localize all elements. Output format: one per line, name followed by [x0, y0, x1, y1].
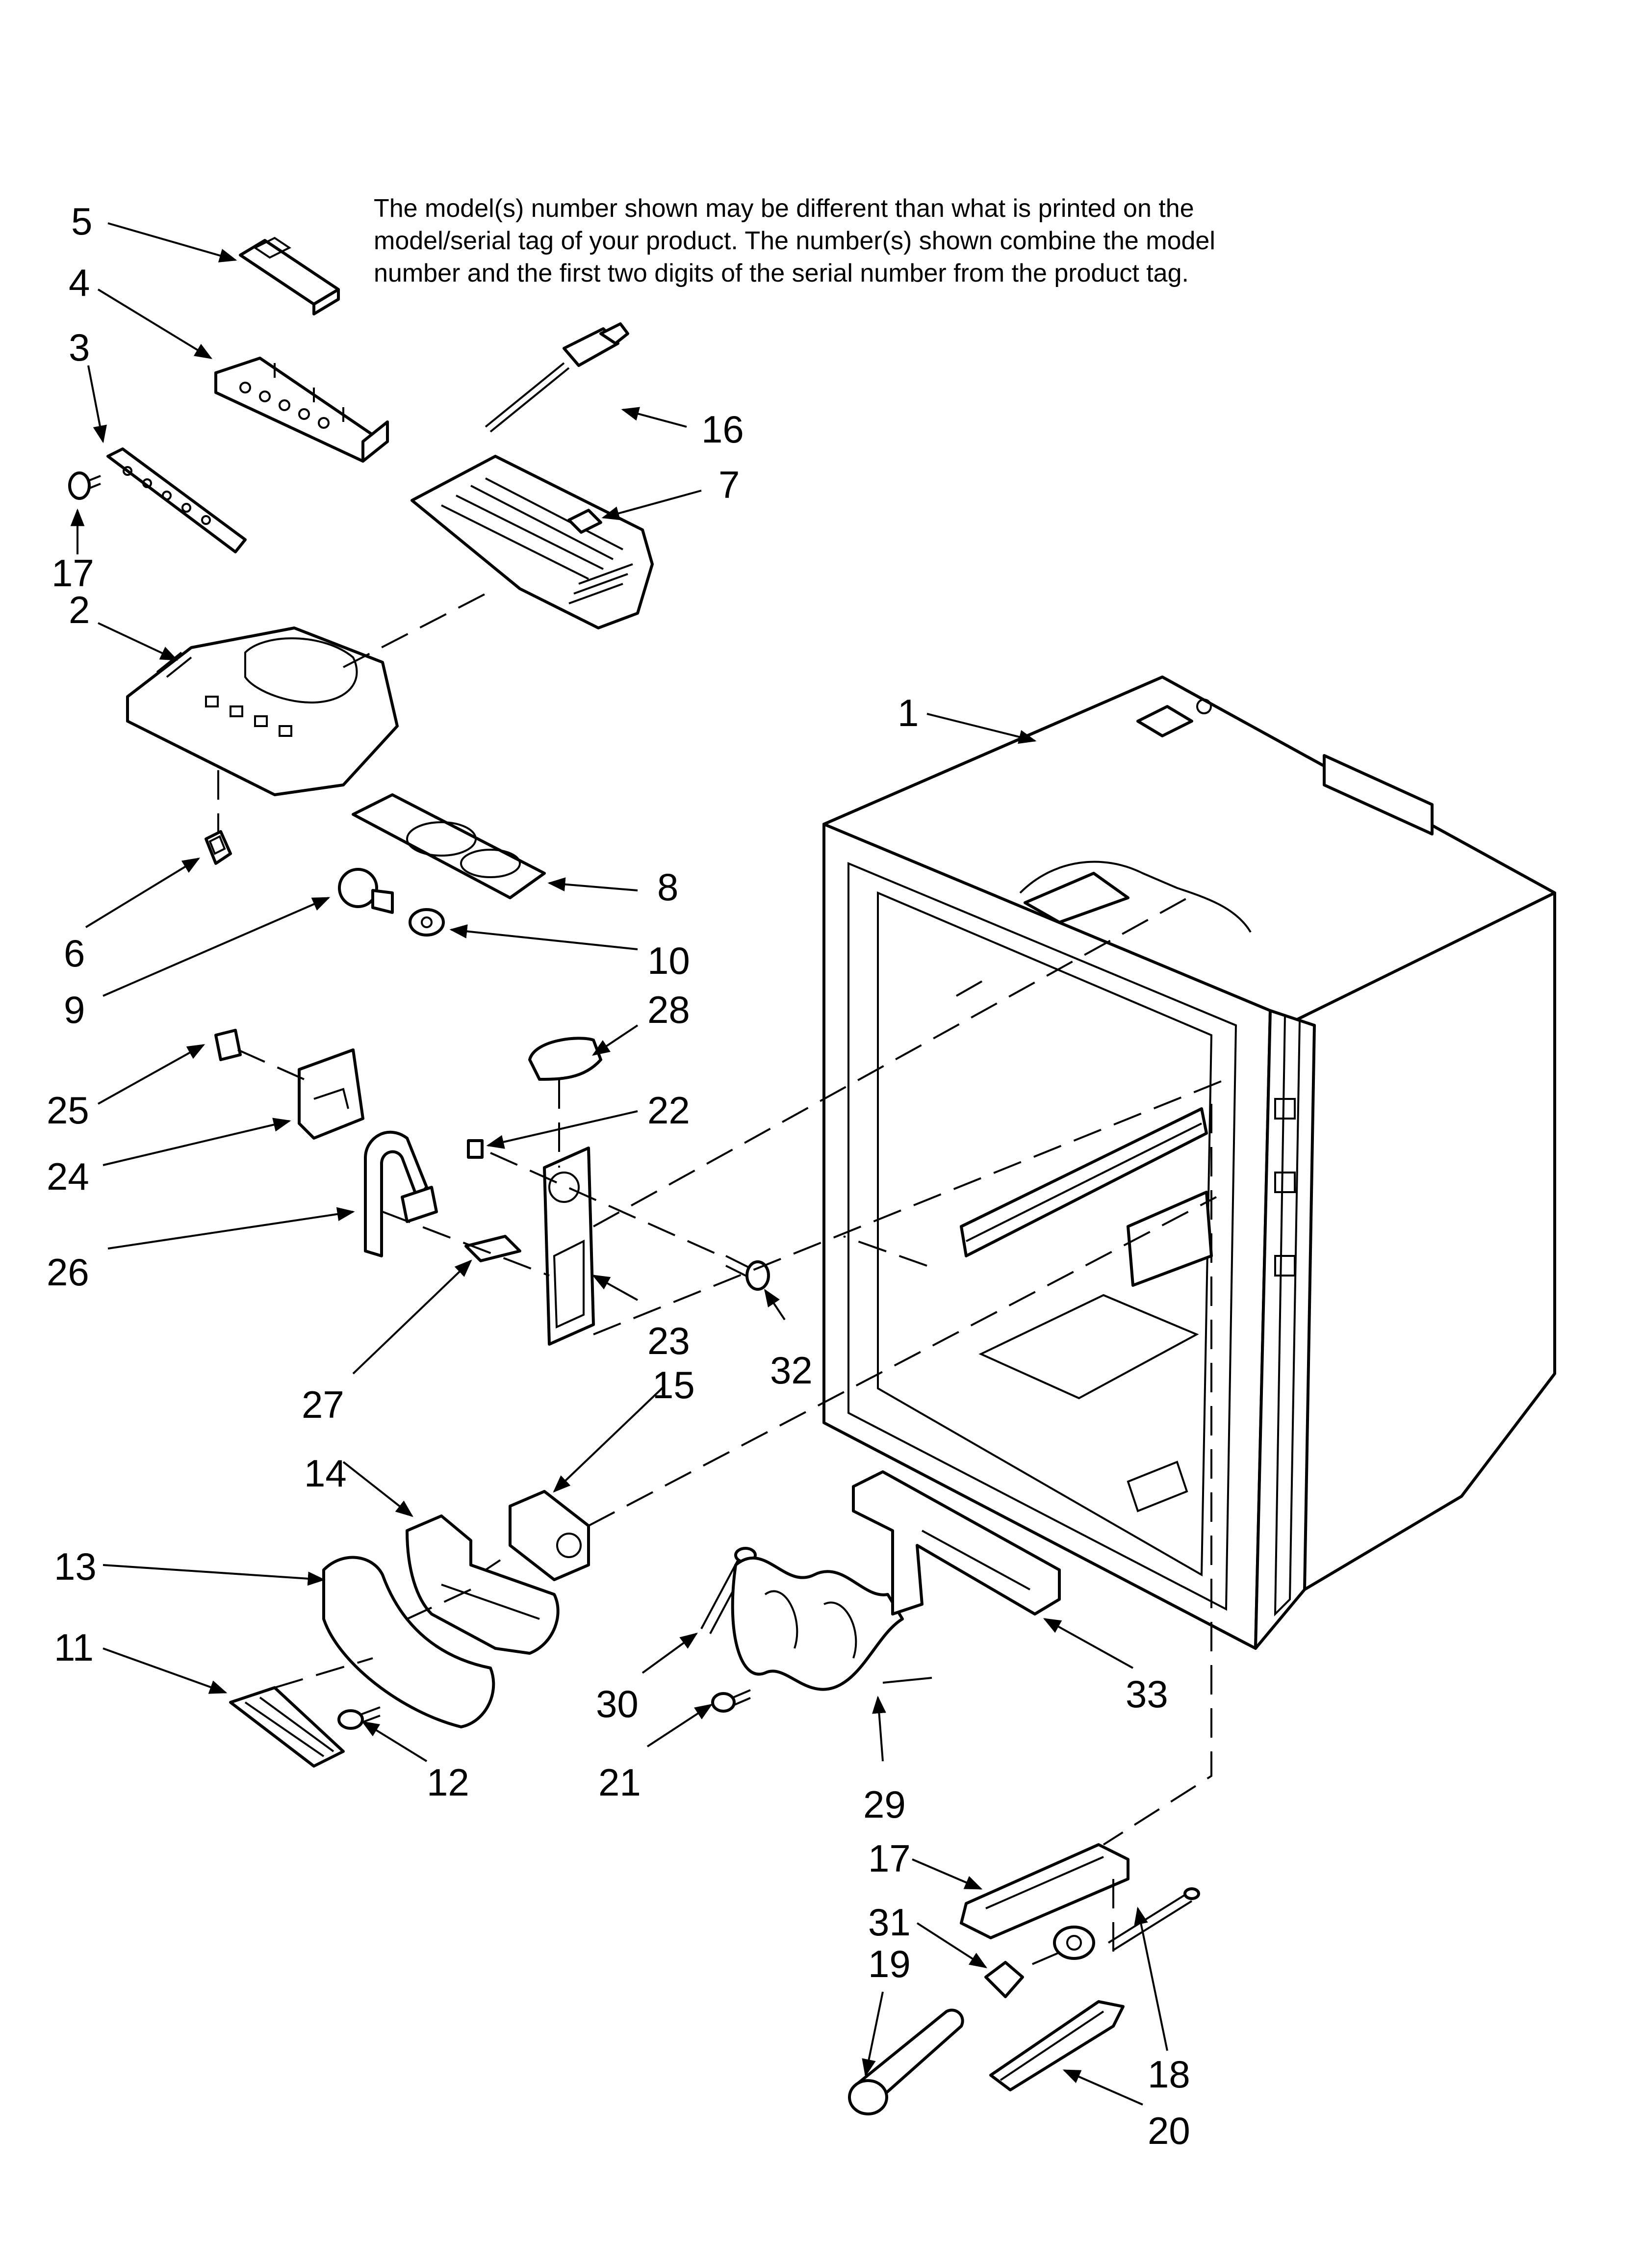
part-28-seal	[528, 1037, 602, 1081]
callout-23: 23	[647, 1319, 690, 1362]
part-22-clip	[467, 1139, 484, 1159]
callout-12: 12	[427, 1761, 469, 1804]
callout-30: 30	[596, 1682, 639, 1725]
part-17-bracket-bottom	[960, 1843, 1129, 1939]
part-31-dial	[1053, 1926, 1095, 1960]
part-20-handle	[989, 2000, 1125, 2091]
part-17-screw-top	[68, 471, 101, 500]
part-1-liner	[822, 676, 1556, 1650]
part-5-cover	[239, 236, 340, 315]
callout-20: 20	[1148, 2109, 1190, 2152]
note-line-3: number and the first two digits of the s…	[374, 259, 1189, 287]
callout-5: 5	[71, 200, 92, 243]
part-4-housing	[214, 357, 389, 463]
part-21-screw	[711, 1689, 751, 1713]
callout-6: 6	[64, 932, 85, 975]
callout-22: 22	[647, 1089, 690, 1132]
callout-27: 27	[302, 1383, 344, 1426]
callout-17-top: 17	[51, 551, 94, 595]
part-19-filter	[848, 2008, 964, 2115]
part-26-tube	[364, 1130, 438, 1257]
callout-3: 3	[69, 326, 90, 369]
part-15-module	[509, 1490, 590, 1581]
assembly-lines	[217, 588, 1227, 1968]
part-8-light-lens	[352, 793, 546, 899]
part-23-duct	[543, 1147, 595, 1346]
callout-26: 26	[47, 1251, 89, 1294]
callout-29: 29	[863, 1783, 906, 1826]
part-10-socket	[409, 908, 445, 937]
callout-8: 8	[657, 865, 678, 909]
part-16-sensor	[485, 322, 629, 433]
callout-17-bottom: 17	[868, 1837, 911, 1880]
callout-28: 28	[647, 988, 690, 1031]
part-18-probe	[1107, 1887, 1200, 1951]
part-11-grille	[229, 1686, 345, 1768]
callout-18: 18	[1148, 2053, 1190, 2096]
part-7-vent-cover	[410, 455, 654, 629]
part-3-plate	[106, 447, 247, 553]
callout-32: 32	[770, 1349, 813, 1392]
part-24-bracket	[298, 1048, 364, 1140]
callout-16: 16	[701, 408, 744, 451]
part-2-control-housing	[126, 626, 399, 796]
callout-13: 13	[54, 1545, 97, 1588]
model-number-note: The model(s) number shown may be differe…	[374, 192, 1394, 289]
part-14-housing	[406, 1514, 560, 1655]
callout-21: 21	[598, 1761, 641, 1804]
note-line-1: The model(s) number shown may be differe…	[374, 194, 1194, 223]
part-9-bulb	[338, 868, 394, 914]
callout-4: 4	[69, 261, 90, 304]
callout-31: 31	[868, 1901, 911, 1944]
callout-2: 2	[69, 588, 90, 631]
note-line-2: model/serial tag of your product. The nu…	[374, 227, 1215, 255]
callout-33: 33	[1126, 1672, 1168, 1716]
leader-lines	[70, 222, 1168, 2106]
callout-19: 19	[868, 1942, 911, 1985]
callout-7: 7	[718, 463, 740, 506]
callout-24: 24	[47, 1155, 89, 1198]
callout-9: 9	[64, 988, 85, 1031]
callout-10: 10	[647, 939, 690, 982]
callout-labels: 5 4 3 17 16 7 2 1 8 6 10 9 28 25 22 24 2…	[47, 200, 1190, 2152]
part-29-heater	[731, 1556, 932, 1691]
callout-25: 25	[47, 1089, 89, 1132]
callout-11: 11	[54, 1626, 94, 1669]
part-27-clip	[464, 1235, 521, 1262]
part-31-knob	[984, 1961, 1024, 1998]
callout-15: 15	[652, 1363, 695, 1407]
part-12-screw	[337, 1706, 381, 1730]
part-6-switch	[205, 830, 232, 865]
part-25-switch	[214, 1029, 242, 1061]
part-32-screw	[725, 1255, 770, 1291]
callout-14: 14	[304, 1452, 347, 1495]
part-33-bracket	[852, 1470, 1061, 1616]
callout-1: 1	[898, 691, 919, 734]
part-13-handle	[322, 1556, 495, 1728]
